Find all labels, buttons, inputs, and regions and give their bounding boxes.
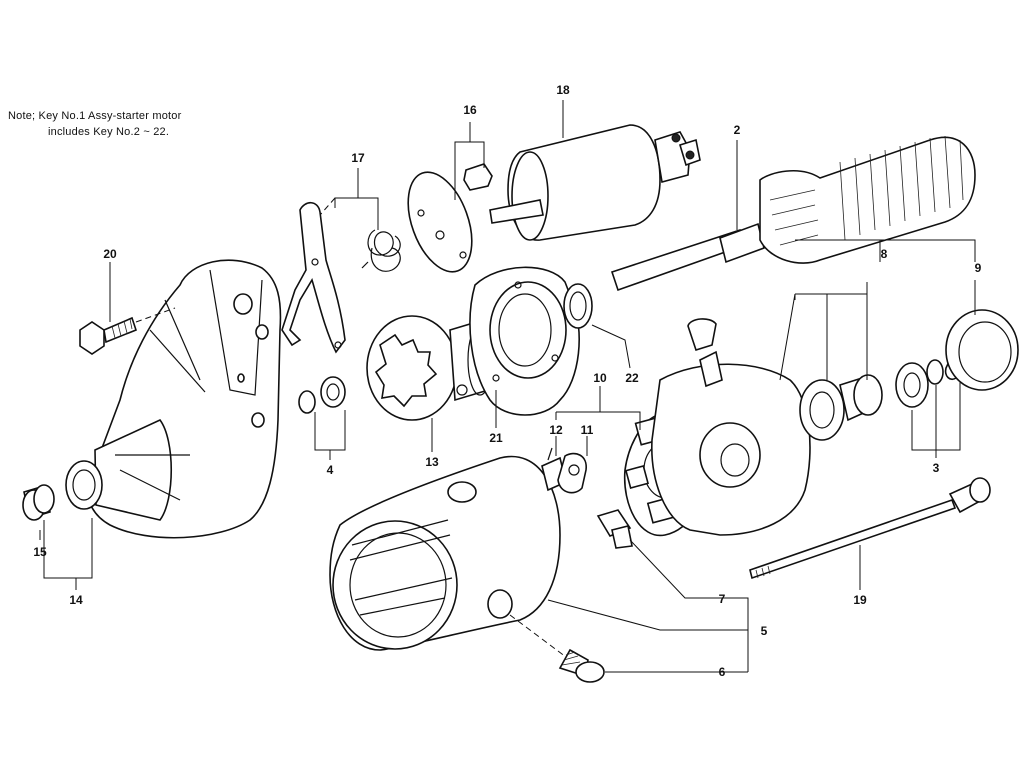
washers-4 — [298, 376, 346, 414]
key-label-15: 15 — [33, 545, 47, 559]
key-label-7: 7 — [719, 592, 726, 606]
torsion-plate-16 — [407, 163, 493, 273]
washer-22 — [563, 283, 593, 329]
key-labels: 2 3 4 5 6 7 8 9 10 11 12 13 14 15 16 17 … — [33, 83, 981, 679]
solenoid-18 — [489, 124, 701, 241]
bolt-20 — [79, 307, 176, 355]
key-label-19: 19 — [853, 593, 867, 607]
center-bracket-21 — [469, 266, 580, 416]
note-line-1: Note; Key No.1 Assy-starter motor — [8, 110, 182, 122]
key-label-22: 22 — [625, 371, 639, 385]
leader-lines — [39, 100, 976, 673]
key-label-10: 10 — [593, 371, 607, 385]
key-label-12: 12 — [549, 423, 563, 437]
yoke-5 — [329, 455, 561, 651]
key-label-14: 14 — [69, 593, 83, 607]
key-label-21: 21 — [489, 431, 503, 445]
drive-housing — [65, 259, 282, 539]
key-label-18: 18 — [556, 83, 570, 97]
diagram-note: Note; Key No.1 Assy-starter motor includ… — [8, 108, 182, 140]
key-label-13: 13 — [425, 455, 439, 469]
key-label-2: 2 — [734, 123, 741, 137]
screw-6 — [509, 614, 605, 683]
dust-cover-9 — [945, 309, 1019, 391]
note-line-2: includes Key No.2 ~ 22. — [48, 126, 170, 138]
key-label-20: 20 — [103, 247, 117, 261]
shift-lever-17 — [281, 201, 346, 354]
rear-cover-8 — [651, 318, 811, 536]
key-label-4: 4 — [327, 463, 334, 477]
through-bolt-19 — [749, 477, 991, 580]
key-label-17: 17 — [351, 151, 365, 165]
return-spring-17 — [361, 229, 401, 272]
thrust-washers-3 — [799, 352, 966, 441]
key-label-8: 8 — [881, 247, 888, 261]
brush-spring-11 — [557, 452, 587, 494]
key-label-5: 5 — [761, 624, 768, 638]
key-label-3: 3 — [933, 461, 940, 475]
bushing-15 — [22, 484, 55, 521]
key-label-16: 16 — [463, 103, 477, 117]
key-label-9: 9 — [975, 261, 982, 275]
key-label-6: 6 — [719, 665, 726, 679]
key-label-11: 11 — [581, 423, 594, 437]
brush-7 — [596, 509, 633, 549]
armature-2 — [610, 135, 976, 292]
